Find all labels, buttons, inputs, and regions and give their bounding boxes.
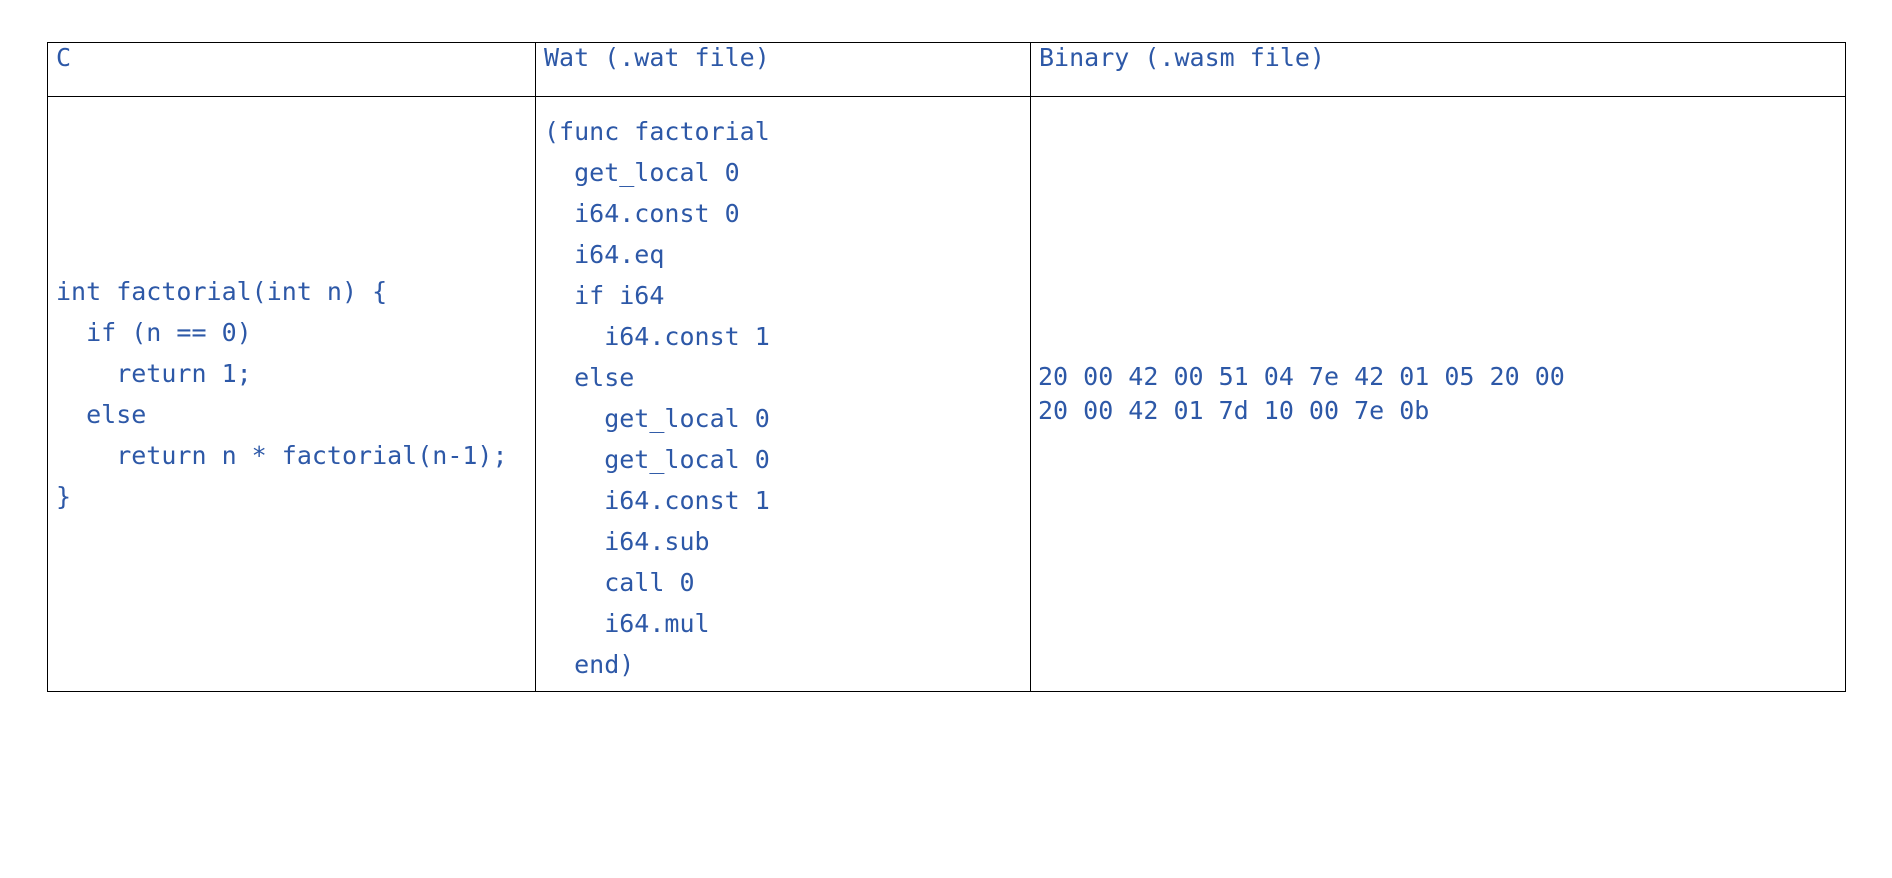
wat-source-code: (func factorial get_local 0 i64.const 0 … <box>536 111 1030 685</box>
column-header-c-label: C <box>56 43 72 72</box>
code-line: i64.const 1 <box>544 486 770 515</box>
code-line: int factorial(int n) { <box>56 277 388 306</box>
code-line: return 1; <box>56 359 252 388</box>
table-header-row: C Wat (.wat file) Binary (.wasm file) <box>47 42 1846 97</box>
code-line: else <box>56 400 147 429</box>
code-line: if (n == 0) <box>56 318 252 347</box>
code-line: if i64 <box>544 281 665 310</box>
code-line: i64.const 1 <box>544 322 770 351</box>
column-header-wat: Wat (.wat file) <box>535 42 1031 97</box>
table-row: int factorial(int n) { if (n == 0) retur… <box>47 96 1846 692</box>
cell-c-source: int factorial(int n) { if (n == 0) retur… <box>47 96 536 692</box>
cell-binary-inner: 20 00 42 00 51 04 7e 42 01 05 20 00 20 00… <box>1031 97 1845 691</box>
code-line: end) <box>544 650 635 679</box>
cell-c-inner: int factorial(int n) { if (n == 0) retur… <box>48 97 535 691</box>
cell-binary-bytes: 20 00 42 00 51 04 7e 42 01 05 20 00 20 00… <box>1030 96 1846 692</box>
code-line: i64.sub <box>544 527 710 556</box>
code-line: get_local 0 <box>544 158 740 187</box>
cell-wat-inner: (func factorial get_local 0 i64.const 0 … <box>536 97 1030 691</box>
wasm-comparison-table: C Wat (.wat file) Binary (.wasm file) in… <box>47 42 1846 692</box>
code-line: else <box>544 363 635 392</box>
code-line: 20 00 42 00 51 04 7e 42 01 05 20 00 <box>1038 362 1565 391</box>
code-line: (func factorial <box>544 117 770 146</box>
column-header-binary: Binary (.wasm file) <box>1030 42 1846 97</box>
code-line: } <box>56 482 72 511</box>
c-source-code: int factorial(int n) { if (n == 0) retur… <box>48 271 535 517</box>
code-line: i64.mul <box>544 609 710 638</box>
column-header-c: C <box>47 42 536 97</box>
code-line: i64.const 0 <box>544 199 740 228</box>
cell-wat-source: (func factorial get_local 0 i64.const 0 … <box>535 96 1031 692</box>
code-line: get_local 0 <box>544 404 770 433</box>
code-line: get_local 0 <box>544 445 770 474</box>
code-line: 20 00 42 01 7d 10 00 7e 0b <box>1038 396 1430 425</box>
column-header-binary-label: Binary (.wasm file) <box>1039 43 1325 72</box>
code-line: call 0 <box>544 568 695 597</box>
code-line: i64.eq <box>544 240 665 269</box>
code-line: return n * factorial(n-1); <box>56 441 508 470</box>
wasm-binary-bytes: 20 00 42 00 51 04 7e 42 01 05 20 00 20 00… <box>1031 360 1845 428</box>
column-header-wat-label: Wat (.wat file) <box>544 43 770 72</box>
